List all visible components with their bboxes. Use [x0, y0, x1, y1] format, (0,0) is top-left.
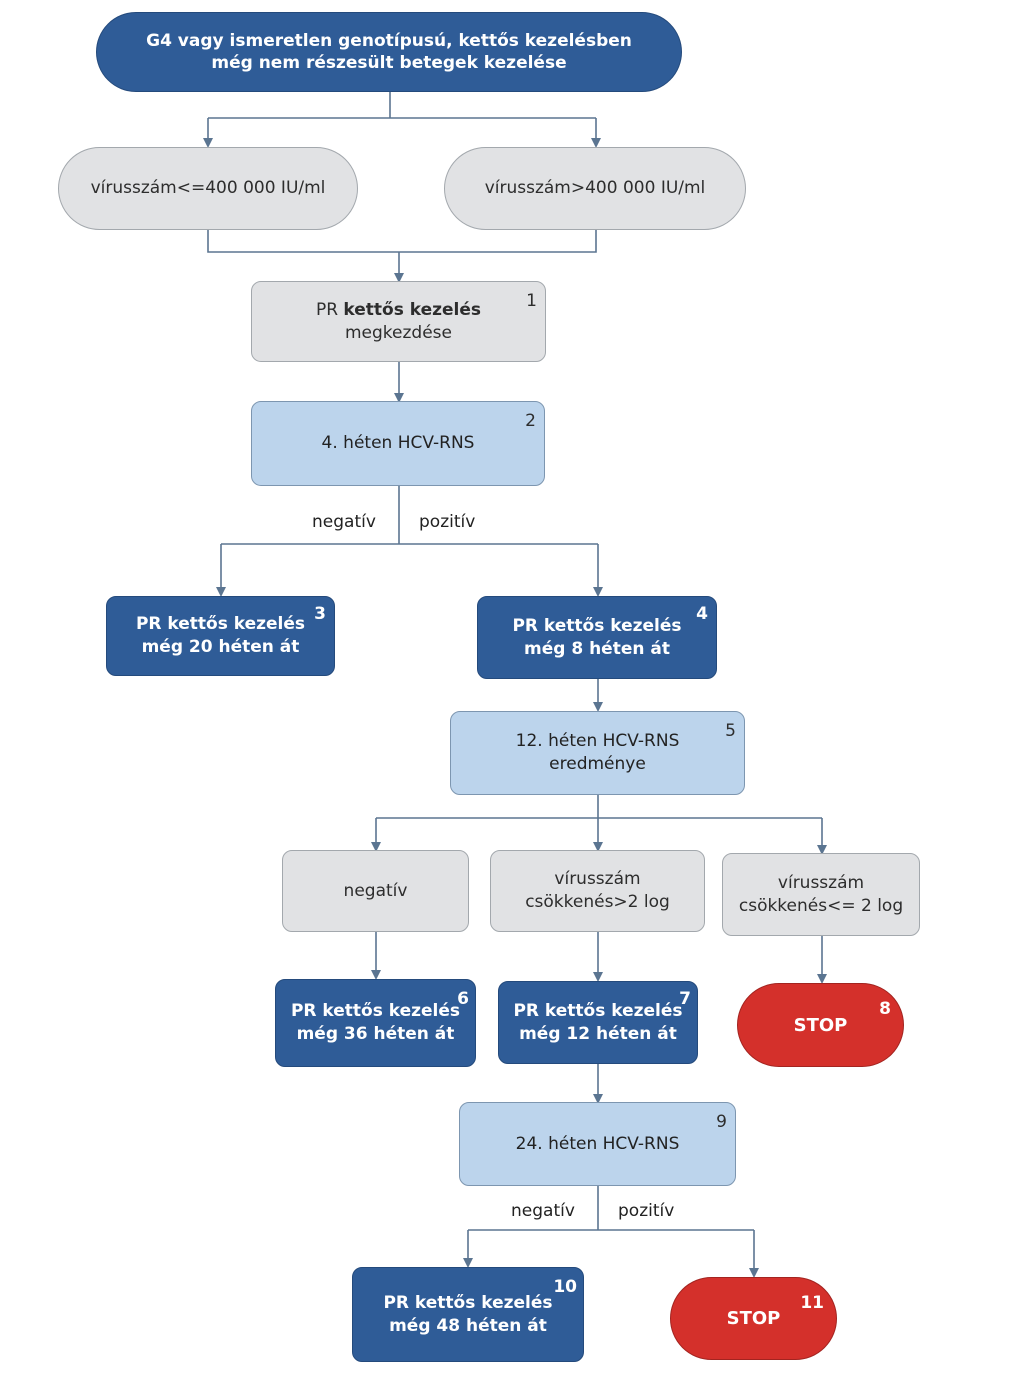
step-number: 6	[457, 989, 469, 1009]
edge-step5-split	[376, 795, 822, 819]
step-7-line-1: PR kettős kezelés	[513, 1000, 683, 1021]
outcome-drop-gt2-line-1: vírusszám	[554, 869, 641, 889]
step-10-line-2: még 48 héten át	[389, 1315, 547, 1336]
step-4-line-1: PR kettős kezelés	[512, 615, 682, 636]
step-9-node: 9 24. héten HCV-RNS	[459, 1102, 736, 1186]
step-11-stop: 11 STOP	[670, 1277, 837, 1360]
step-number: 5	[725, 721, 736, 741]
step-number: 3	[314, 604, 326, 624]
step-10-node: 10 PR kettős kezelés még 48 héten át	[352, 1267, 584, 1362]
step-number: 2	[525, 411, 536, 431]
step-1-node: 1 PR kettős kezelés megkezdése	[251, 281, 546, 362]
step-2-text: 4. héten HCV-RNS	[321, 433, 475, 453]
edge-label-w4-positive: pozitív	[419, 512, 476, 532]
step-number: 9	[716, 1112, 727, 1132]
step-9-text: 24. héten HCV-RNS	[515, 1133, 680, 1154]
branch-low-viral-load: vírusszám<=400 000 IU/ml	[58, 147, 358, 230]
title-line-2: még nem részesült betegek kezelése	[211, 53, 567, 73]
step-4-line-2: még 8 héten át	[524, 638, 670, 659]
step-3-line-2: még 20 héten át	[141, 637, 300, 657]
step-number: 1	[526, 291, 537, 311]
step-11-text: STOP	[726, 1308, 781, 1329]
step-5-line-2: eredménye	[549, 754, 646, 774]
step-number: 4	[696, 604, 708, 624]
title-node: G4 vagy ismeretlen genotípusú, kettős ke…	[96, 12, 682, 92]
outcome-negative-label: negatív	[343, 880, 408, 901]
edge-label-w24-positive: pozitív	[618, 1201, 675, 1221]
step-number: 7	[679, 989, 691, 1009]
edge-title-split	[208, 92, 596, 119]
outcome-drop-le2-log: vírusszám csökkenés<= 2 log	[722, 853, 920, 936]
step-5-node: 5 12. héten HCV-RNS eredménye	[450, 711, 745, 795]
outcome-negative: negatív	[282, 850, 469, 932]
outcome-drop-gt2-log: vírusszám csökkenés>2 log	[490, 850, 705, 932]
branch-low-label: vírusszám<=400 000 IU/ml	[90, 178, 326, 198]
step-1-keyword: kettős kezelés	[343, 299, 482, 320]
step-7-line-2: még 12 héten át	[519, 1023, 677, 1044]
step-6-line-2: még 36 héten át	[296, 1024, 455, 1044]
step-2-node: 2 4. héten HCV-RNS	[251, 401, 545, 486]
step-4-node: 4 PR kettős kezelés még 8 héten át	[477, 596, 717, 679]
edge-branches-merge	[207, 230, 597, 253]
edge-label-w4-negative: negatív	[312, 512, 376, 532]
step-number: 11	[800, 1293, 824, 1313]
step-10-line-1: PR kettős kezelés	[383, 1292, 553, 1313]
step-number: 10	[553, 1277, 577, 1297]
outcome-drop-le2-line-1: vírusszám	[777, 872, 865, 893]
edge-step2-split	[221, 486, 598, 545]
step-8-stop: 8 STOP	[737, 983, 904, 1067]
step-6-line-1: PR kettős kezelés	[290, 1001, 461, 1021]
branch-high-viral-load: vírusszám>400 000 IU/ml	[444, 147, 746, 230]
branch-high-label: vírusszám>400 000 IU/ml	[484, 178, 706, 198]
step-1-line-1: PR kettős kezelés	[316, 299, 481, 322]
step-number: 8	[879, 999, 891, 1019]
step-7-node: 7 PR kettős kezelés még 12 héten át	[498, 981, 698, 1064]
edge-step9-split	[468, 1186, 754, 1231]
step-3-node: 3 PR kettős kezelés még 20 héten át	[106, 596, 335, 676]
step-5-line-1: 12. héten HCV-RNS	[515, 731, 680, 751]
outcome-drop-le2-line-2: csökkenés<= 2 log	[738, 895, 904, 916]
outcome-drop-gt2-line-2: csökkenés>2 log	[525, 892, 670, 912]
step-3-line-1: PR kettős kezelés	[135, 614, 306, 634]
step-8-text: STOP	[793, 1014, 848, 1036]
title-line-1: G4 vagy ismeretlen genotípusú, kettős ke…	[146, 31, 632, 51]
step-1-line-2: megkezdése	[345, 322, 452, 343]
step-1-prefix: PR	[315, 299, 344, 320]
step-6-node: 6 PR kettős kezelés még 36 héten át	[275, 979, 476, 1067]
edge-label-w24-negative: negatív	[511, 1201, 575, 1221]
